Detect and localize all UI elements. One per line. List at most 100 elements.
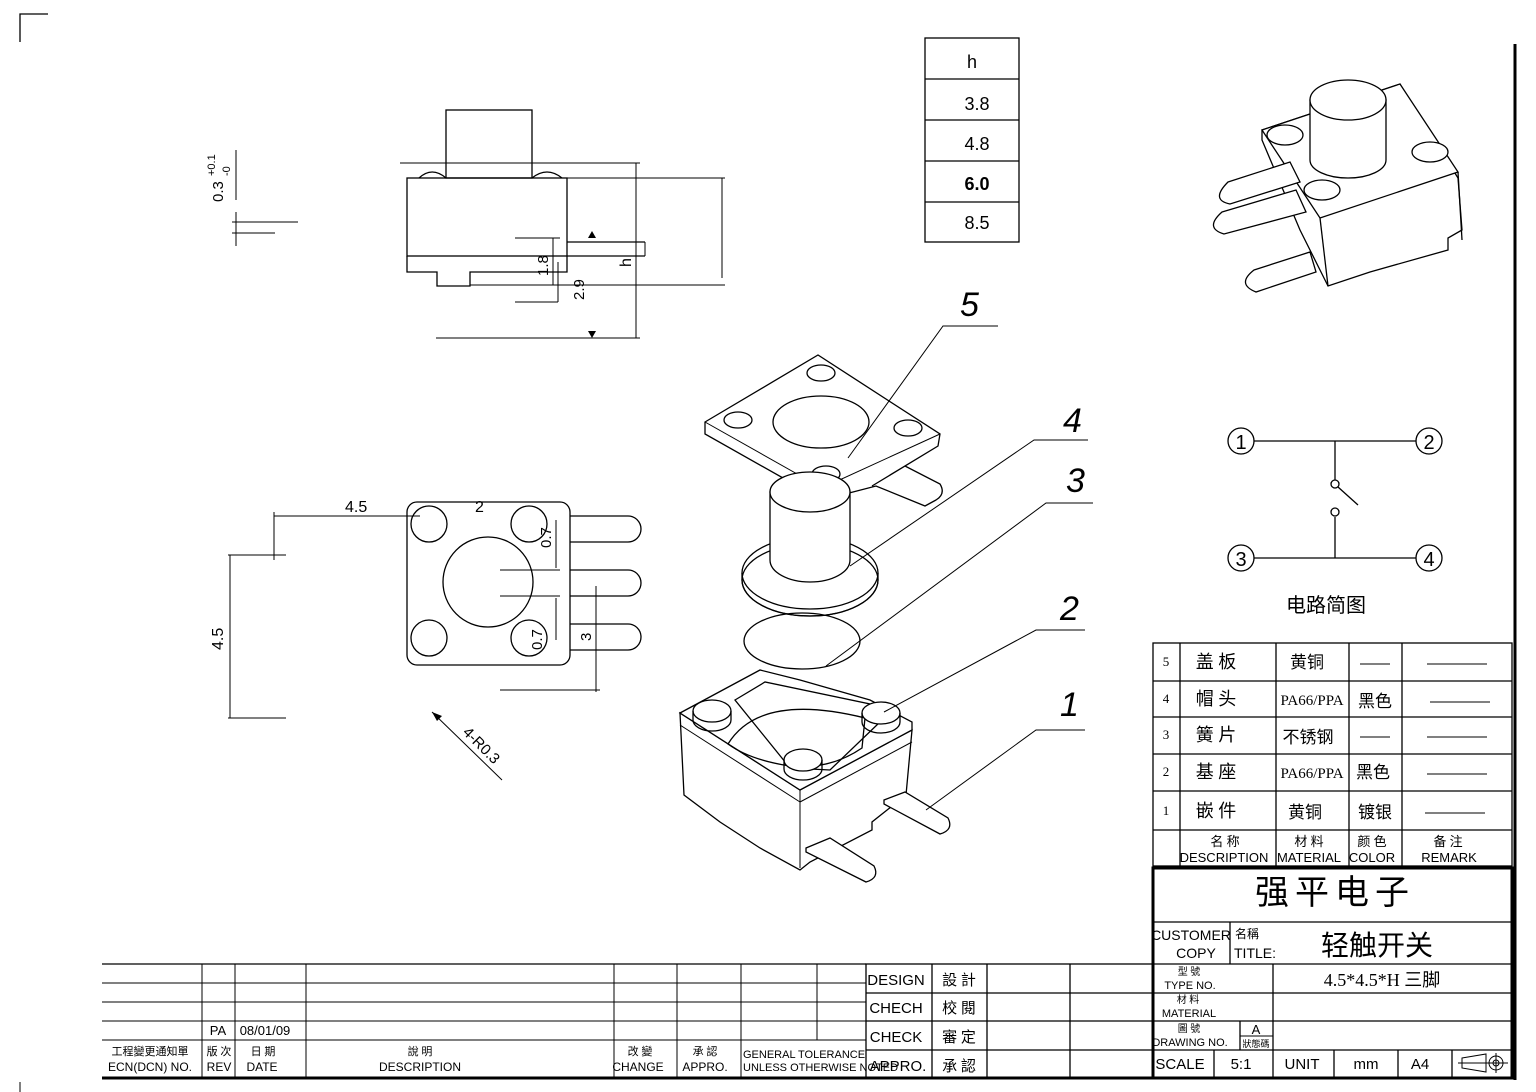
date-label-en: DATE bbox=[246, 1060, 277, 1074]
pin-1-label: 1 bbox=[1235, 432, 1246, 454]
height-value-1: 3.8 bbox=[964, 94, 989, 114]
appro-label-cn: 承 認 bbox=[693, 1044, 718, 1058]
bom-name: 簧 片 bbox=[1196, 725, 1237, 745]
bom-header: 名 称 DESCRIPTION 材 料 MATERIAL 颜 色 COLOR 备… bbox=[1180, 834, 1478, 865]
bom-remark: ———— bbox=[1427, 765, 1487, 782]
state-code-label: 狀態碼 bbox=[1242, 1038, 1269, 1049]
desc-label-en: DESCRIPTION bbox=[379, 1060, 461, 1074]
top-view: 4.5 2 0.7 0.7 3 4.5 4-R0.3 bbox=[210, 499, 642, 781]
sign-chech-cn: 校 閱 bbox=[942, 1000, 976, 1017]
tolerance-line-1: GENERAL TOLERANCE bbox=[743, 1049, 865, 1061]
sign-design-en: DESIGN bbox=[867, 972, 925, 989]
bom-color: —— bbox=[1360, 728, 1390, 745]
bom-row-4: 4 帽 头 PA66/PPA 黑色 ———— bbox=[1163, 689, 1490, 711]
pin-3-label: 3 bbox=[1235, 549, 1246, 571]
rev-date-value: 08/01/09 bbox=[240, 1023, 291, 1038]
height-table: h 3.8 4.8 6.0 8.5 bbox=[924, 37, 1020, 243]
bom-color: 黑色 bbox=[1356, 763, 1390, 782]
scale-value: 5:1 bbox=[1231, 1056, 1252, 1073]
part-4-cap bbox=[741, 471, 879, 617]
bom-name: 嵌 件 bbox=[1196, 801, 1237, 821]
title-label-cn: 名稱 bbox=[1235, 926, 1259, 941]
isometric-view bbox=[1212, 79, 1463, 293]
date-label-cn: 日 期 bbox=[251, 1045, 276, 1058]
bom-header-color-cn: 颜 色 bbox=[1357, 834, 1386, 849]
part-1-insert bbox=[805, 791, 951, 883]
projection-symbol-icon bbox=[1458, 1053, 1508, 1073]
scale-label: SCALE bbox=[1155, 1056, 1204, 1073]
sign-check-en: CHECK bbox=[870, 1029, 923, 1046]
tol-base: 0.3 bbox=[210, 181, 227, 202]
drawing-label-en: DRAWING NO. bbox=[1152, 1037, 1227, 1049]
bom-material: 黄铜 bbox=[1288, 803, 1322, 822]
callout-1: 1 bbox=[1060, 686, 1079, 724]
sign-appro-cn: 承 認 bbox=[942, 1058, 976, 1075]
dim-1-8: 1.8 bbox=[535, 255, 552, 276]
material-label-en: MATERIAL bbox=[1162, 1008, 1216, 1020]
bom-row-5: 5 盖 板 黄铜 —— ———— bbox=[1163, 652, 1487, 672]
product-title: 轻触开关 bbox=[1321, 930, 1433, 961]
dim-2-9: 2.9 bbox=[571, 279, 588, 300]
radius-note: 4-R0.3 bbox=[459, 724, 503, 768]
tol-minus: -0 bbox=[221, 166, 233, 176]
unit-label: UNIT bbox=[1285, 1056, 1320, 1073]
sign-design-cn: 設 計 bbox=[942, 972, 976, 989]
bom-remark: ———— bbox=[1427, 728, 1487, 745]
copy-label: COPY bbox=[1176, 945, 1216, 961]
desc-label-cn: 說 明 bbox=[408, 1044, 433, 1058]
height-table-header: h bbox=[967, 52, 977, 72]
pin-2-label: 2 bbox=[1423, 432, 1434, 454]
dim-0-7-upper: 0.7 bbox=[538, 527, 555, 548]
sign-appro-en: APPRO. bbox=[870, 1058, 927, 1075]
bom-name: 基 座 bbox=[1196, 762, 1237, 782]
bom-remark: ———— bbox=[1425, 804, 1485, 821]
bom-color: 黑色 bbox=[1358, 692, 1392, 711]
dim-3: 3 bbox=[578, 633, 595, 641]
bom-material: 不锈钢 bbox=[1283, 728, 1334, 747]
callout-4: 4 bbox=[1063, 402, 1082, 440]
title-label-en: TITLE: bbox=[1234, 945, 1276, 961]
callout-2: 2 bbox=[1059, 590, 1079, 628]
tolerance-callout: 0.3 +0.1 -0 bbox=[206, 150, 298, 246]
dim-4-5-vertical: 4.5 bbox=[210, 628, 227, 650]
bom-header-name-cn: 名 称 bbox=[1210, 834, 1239, 849]
customer-label: CUSTOMER bbox=[1151, 927, 1231, 943]
revision-block: PA 08/01/09 工程變更通知單 ECN(DCN) NO. 版 次 REV… bbox=[102, 963, 898, 1080]
type-label-en: TYPE NO. bbox=[1164, 980, 1215, 992]
bom-header-material-en: MATERIAL bbox=[1277, 850, 1341, 865]
tol-plus: +0.1 bbox=[206, 154, 218, 176]
bom-material: 黄铜 bbox=[1290, 653, 1324, 672]
bom-header-color-en: COLOR bbox=[1349, 850, 1395, 865]
bom-header-remark-cn: 备 注 bbox=[1433, 834, 1462, 849]
pin-1-icon bbox=[1227, 427, 1255, 455]
pin-3-icon bbox=[1227, 544, 1255, 572]
exploded-view: 5 4 3 2 1 bbox=[678, 286, 1093, 883]
dim-4-5-horizontal: 4.5 bbox=[345, 499, 367, 516]
bom-header-name-en: DESCRIPTION bbox=[1180, 850, 1269, 865]
dim-h: h bbox=[618, 258, 635, 267]
bom-remark: ———— bbox=[1427, 655, 1487, 672]
unit-value: mm bbox=[1354, 1056, 1379, 1073]
bom-color: 镀银 bbox=[1358, 803, 1392, 822]
title-block: 强平电子 CUSTOMER COPY 名稱 TITLE: 轻触开关 型 號 TY… bbox=[1151, 866, 1514, 1080]
dim-2: 2 bbox=[475, 499, 484, 516]
side-view: 1.8 2.9 h bbox=[400, 109, 725, 339]
pin-4-icon bbox=[1415, 544, 1443, 572]
rev-label-cn: 版 次 bbox=[207, 1044, 232, 1058]
type-label-cn: 型 號 bbox=[1178, 965, 1201, 978]
appro-label-en: APPRO. bbox=[682, 1060, 727, 1074]
change-label-en: CHANGE bbox=[612, 1060, 663, 1074]
material-label-cn: 材 料 bbox=[1177, 993, 1200, 1006]
bom-remark: ———— bbox=[1430, 693, 1490, 710]
circuit-caption: 电路简图 bbox=[1286, 594, 1366, 617]
bom-color: —— bbox=[1360, 655, 1390, 672]
part-2-base bbox=[678, 669, 913, 871]
bom-row-2: 2 基 座 PA66/PPA 黑色 ———— bbox=[1163, 762, 1487, 782]
pin-4-label: 4 bbox=[1423, 549, 1434, 571]
callout-5: 5 bbox=[960, 286, 979, 324]
height-value-4: 8.5 bbox=[964, 213, 989, 233]
callout-3: 3 bbox=[1066, 462, 1085, 500]
sign-block: DESIGN 設 計 CHECH 校 閱 CHECK 審 定 APPRO. 承 … bbox=[865, 963, 1154, 1080]
tolerance-line-2: UNLESS OTHERWISE NOTED bbox=[743, 1062, 898, 1074]
